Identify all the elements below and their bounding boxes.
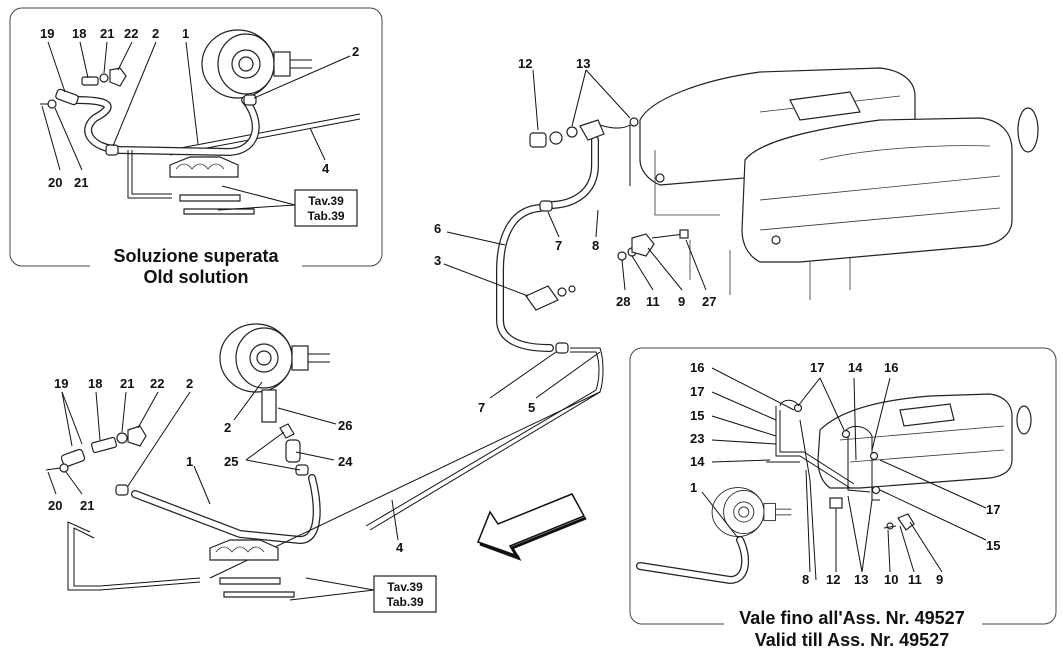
callout-23: 23 — [690, 431, 704, 446]
callout-19-main: 19 — [54, 376, 68, 391]
engine-intake-assembly — [639, 67, 1039, 300]
callout-25: 25 — [224, 454, 238, 469]
main-assembly: 19 18 21 22 2 2 26 25 24 1 20 21 4 Tav.3… — [45, 323, 601, 613]
callout-11-inset: 11 — [908, 572, 922, 587]
ref-tav-main: Tav.39 — [387, 580, 423, 594]
callout-21-main-b: 21 — [80, 498, 94, 513]
callout-9-inset: 9 — [936, 572, 943, 587]
callout-15-inset-a: 15 — [690, 408, 704, 423]
callout-16-inset-b: 16 — [884, 360, 898, 375]
callout-13-inset: 13 — [854, 572, 868, 587]
callout-2-main-b: 2 — [224, 420, 231, 435]
callout-4-main: 4 — [396, 540, 404, 555]
callout-1-inset: 1 — [690, 480, 697, 495]
callout-12-inset: 12 — [826, 572, 840, 587]
callout-14-inset-b: 14 — [848, 360, 863, 375]
callout-27: 27 — [702, 294, 716, 309]
callout-19-old: 19 — [40, 26, 54, 41]
callout-16-inset-a: 16 — [690, 360, 704, 375]
callout-21-old-b: 21 — [74, 175, 88, 190]
callout-17-inset-c: 17 — [986, 502, 1000, 517]
callout-1-main: 1 — [186, 454, 193, 469]
callout-11-upper: 11 — [646, 294, 660, 309]
callout-2-old-b: 2 — [352, 44, 359, 59]
ref-tab-main: Tab.39 — [386, 595, 423, 609]
callout-18-main: 18 — [88, 376, 102, 391]
callout-15-inset-b: 15 — [986, 538, 1000, 553]
callout-22-old: 22 — [124, 26, 138, 41]
callout-2-old-a: 2 — [152, 26, 159, 41]
valid-till-panel: 16 17 15 23 14 1 17 14 16 17 15 8 12 13 … — [629, 347, 1057, 656]
callout-4-old: 4 — [322, 161, 330, 176]
callout-2-main-a: 2 — [186, 376, 193, 391]
ref-tav-old: Tav.39 — [308, 194, 344, 208]
callout-26: 26 — [338, 418, 352, 433]
old-solution-frame — [9, 7, 383, 267]
callout-1-old: 1 — [182, 26, 189, 41]
callout-28: 28 — [616, 294, 630, 309]
callout-17-inset-a: 17 — [690, 384, 704, 399]
callout-24: 24 — [338, 454, 353, 469]
tav-reference-box-old — [294, 189, 358, 227]
caption-old-line2: Old solution — [144, 267, 249, 287]
callout-13-upper: 13 — [576, 56, 590, 71]
caption-old-line1: Soluzione superata — [113, 246, 279, 266]
ref-tab-old: Tab.39 — [307, 209, 344, 223]
callout-22-main: 22 — [150, 376, 164, 391]
callout-8-inset: 8 — [802, 572, 809, 587]
callout-18-old: 18 — [72, 26, 86, 41]
tav-reference-box-main — [373, 575, 437, 613]
callout-7-upper: 7 — [555, 238, 562, 253]
callout-6: 6 — [434, 221, 441, 236]
callout-7-lower: 7 — [478, 400, 485, 415]
line-4-old — [169, 113, 361, 151]
callout-9-upper: 9 — [678, 294, 685, 309]
callout-5: 5 — [528, 400, 535, 415]
callout-17-inset-b: 17 — [810, 360, 824, 375]
callout-3: 3 — [434, 253, 441, 268]
callout-20-old: 20 — [48, 175, 62, 190]
upper-fittings: 12 13 6 7 8 3 28 11 9 27 7 5 — [365, 56, 716, 531]
caption-valid-line2: Valid till Ass. Nr. 49527 — [755, 630, 949, 650]
callout-8-upper: 8 — [592, 238, 599, 253]
callout-10: 10 — [884, 572, 898, 587]
callout-12-upper: 12 — [518, 56, 532, 71]
caption-valid-line1: Vale fino all'Ass. Nr. 49527 — [739, 608, 964, 628]
callout-14-inset-a: 14 — [690, 454, 705, 469]
direction-arrow — [477, 493, 587, 561]
callout-21-old: 21 — [100, 26, 114, 41]
callout-21-main-a: 21 — [120, 376, 134, 391]
brake-booster-main — [219, 323, 331, 393]
callout-20-main: 20 — [48, 498, 62, 513]
old-solution-panel: 19 18 21 22 2 1 2 4 20 21 Tav.39 Tab.39 … — [9, 7, 383, 290]
